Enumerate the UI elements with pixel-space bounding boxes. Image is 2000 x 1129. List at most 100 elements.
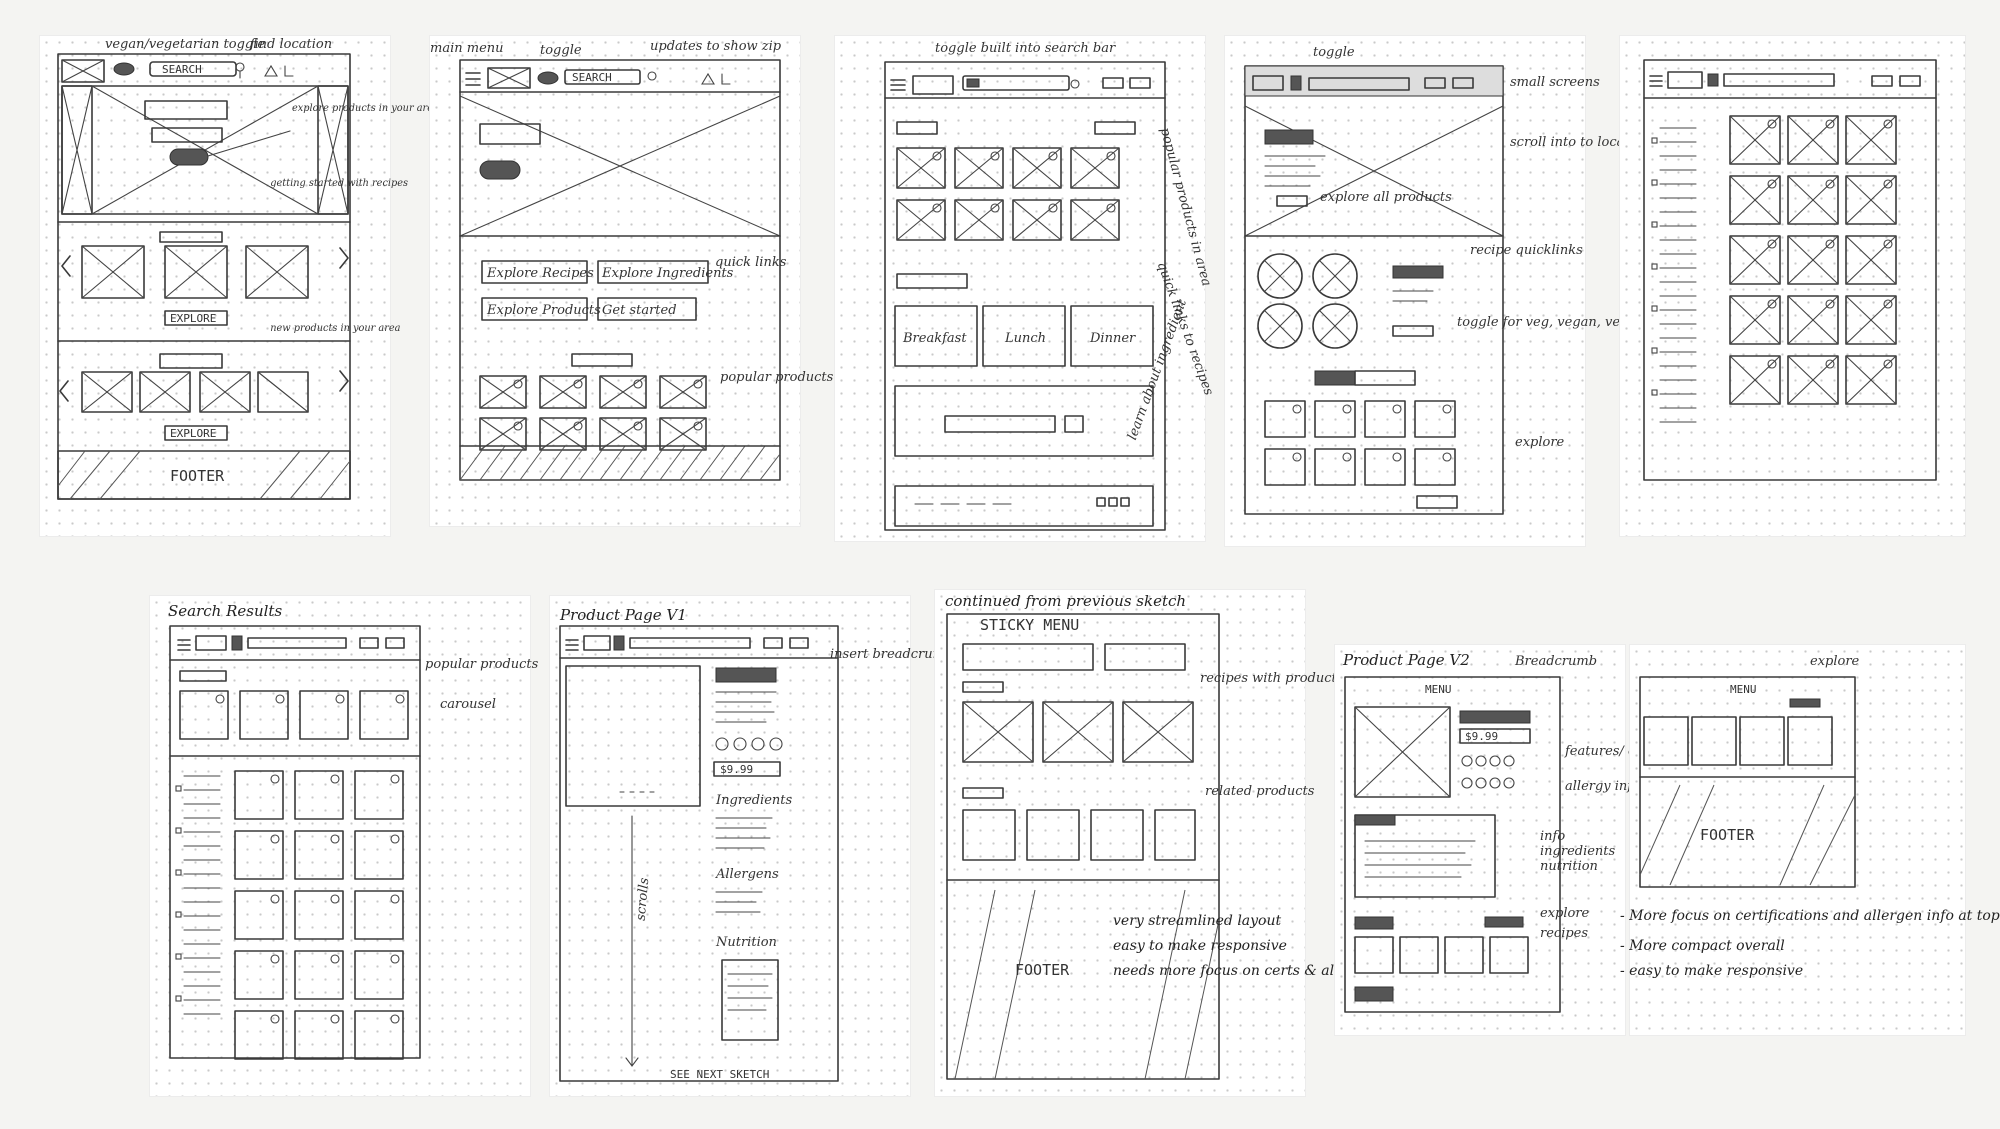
meal-dinner: Dinner xyxy=(1089,331,1136,346)
product-card xyxy=(354,950,404,1000)
product-card xyxy=(539,417,587,451)
product-v1-allergens: Allergens xyxy=(715,867,779,882)
footer-10: FOOTER xyxy=(1700,826,1755,844)
note-popular-products: popular products xyxy=(720,370,834,385)
product-card xyxy=(234,890,284,940)
product-card xyxy=(294,890,344,940)
sketch1-explore-button-1: EXPLORE xyxy=(170,312,216,325)
note-related-products: related products xyxy=(1205,784,1315,799)
sketch1-explore-button-2: EXPLORE xyxy=(170,427,216,440)
bullet-8-1: easy to make responsive xyxy=(1113,938,1287,954)
link-explore-products: Explore Products xyxy=(486,303,601,318)
note-ingredients: ingredients xyxy=(1540,844,1616,859)
sketch1-footer: FOOTER xyxy=(170,467,225,485)
product-card xyxy=(1414,448,1456,486)
link-explore-ingredients: Explore Ingredients xyxy=(601,266,734,281)
sketch-search-results: Search Results popular products carousel xyxy=(150,596,539,1096)
meal-lunch: Lunch xyxy=(1004,331,1046,346)
product-card xyxy=(1787,295,1839,345)
continued-title: continued from previous sketch xyxy=(945,592,1186,610)
product-card xyxy=(1264,400,1306,438)
product-card xyxy=(1314,448,1356,486)
product-card xyxy=(479,375,527,409)
product-card xyxy=(1729,115,1781,165)
product-card xyxy=(659,417,707,451)
product-card xyxy=(539,375,587,409)
note-explore-all: explore all products xyxy=(1320,190,1452,205)
note-main-menu: main menu xyxy=(430,41,504,56)
product-card xyxy=(294,1010,344,1060)
product-v1-nutrition: Nutrition xyxy=(715,935,777,950)
product-card xyxy=(659,375,707,409)
product-card xyxy=(1845,235,1897,285)
product-card xyxy=(1787,115,1839,165)
bullet-10-2: - easy to make responsive xyxy=(1620,963,1803,979)
note-getting-started: getting started with recipes xyxy=(270,178,408,189)
bullet-10-0: - More focus on certifications and aller… xyxy=(1620,908,2000,924)
sketch1-search-label: SEARCH xyxy=(162,63,202,76)
note-popular-products-6: popular products xyxy=(425,657,539,672)
product-card xyxy=(1787,175,1839,225)
sticky-menu: STICKY MENU xyxy=(980,616,1079,634)
product-card xyxy=(354,830,404,880)
product-card xyxy=(954,147,1004,189)
product-card xyxy=(1364,400,1406,438)
product-card xyxy=(1414,400,1456,438)
product-card xyxy=(1787,235,1839,285)
note-carousel: carousel xyxy=(440,697,496,712)
note-allergy-info: allergy info xyxy=(1565,779,1640,794)
product-v1-title: Product Page V1 xyxy=(559,606,687,624)
product-card xyxy=(359,690,409,740)
product-v2-price: $9.99 xyxy=(1465,730,1498,743)
product-card xyxy=(294,770,344,820)
sketch2-search-label: SEARCH xyxy=(572,71,612,84)
product-card xyxy=(896,199,946,241)
note-toggle: vegan/vegetarian toggle xyxy=(105,37,265,52)
note-toggle-4: toggle xyxy=(1313,45,1355,60)
product-card xyxy=(1314,400,1356,438)
note-recipes-9: recipes xyxy=(1540,926,1588,941)
product-card xyxy=(599,417,647,451)
product-card xyxy=(1845,175,1897,225)
link-explore-recipes: Explore Recipes xyxy=(486,266,594,281)
note-scrolls: scrolls xyxy=(634,877,653,921)
sketch-home-v4: toggle small screens scroll into to loca… xyxy=(1225,36,1738,546)
note-nutrition: nutrition xyxy=(1540,859,1598,874)
product-card xyxy=(234,770,284,820)
product-card xyxy=(954,199,1004,241)
sketch-filters xyxy=(1620,36,1965,536)
note-recipe-quicklinks: recipe quicklinks xyxy=(1470,243,1583,258)
sketch-product-v2-continued: MENU explore FOOTER - More focus on cert… xyxy=(1620,645,2000,1035)
product-v2-title: Product Page V2 xyxy=(1342,651,1470,669)
product-card xyxy=(1729,235,1781,285)
note-explore: explore products in your area xyxy=(292,103,439,114)
bullet-8-2: needs more focus on certs & allergens xyxy=(1113,963,1387,979)
product-v2-menu: MENU xyxy=(1425,683,1452,696)
bullet-8-0: very streamlined layout xyxy=(1113,913,1282,929)
product-card xyxy=(1845,115,1897,165)
note-quick-links: quick links xyxy=(715,255,787,270)
product-card xyxy=(479,417,527,451)
product-card xyxy=(1070,199,1120,241)
product-card xyxy=(1364,448,1406,486)
note-toggle-built: toggle built into search bar xyxy=(935,41,1116,56)
product-card xyxy=(294,950,344,1000)
note-learn-ingredient: learn about ingredient xyxy=(1125,297,1190,442)
sketch-home-v1: SEARCH EXPLORE EXPLORE FOOTER xyxy=(40,36,439,536)
product-card xyxy=(1070,147,1120,189)
meal-breakfast: Breakfast xyxy=(902,331,967,346)
product-card xyxy=(1729,175,1781,225)
product-card xyxy=(896,147,946,189)
note-insert-breadcrumb: insert breadcrumb xyxy=(830,647,953,662)
product-card xyxy=(179,690,229,740)
note-explore-9: explore xyxy=(1540,906,1590,921)
bullet-10-1: - More compact overall xyxy=(1620,938,1785,954)
product-card xyxy=(239,690,289,740)
product-card xyxy=(294,830,344,880)
product-v1-see-next: SEE NEXT SKETCH xyxy=(670,1068,769,1081)
product-card xyxy=(1845,355,1897,405)
search-results-title: Search Results xyxy=(168,602,282,620)
note-explore-4: explore xyxy=(1515,435,1565,450)
sketch-product-v2: Product Page V2 Breadcrumb MENU $9.99 fe… xyxy=(1335,645,1661,1035)
note-toggle-2: toggle xyxy=(540,43,582,58)
